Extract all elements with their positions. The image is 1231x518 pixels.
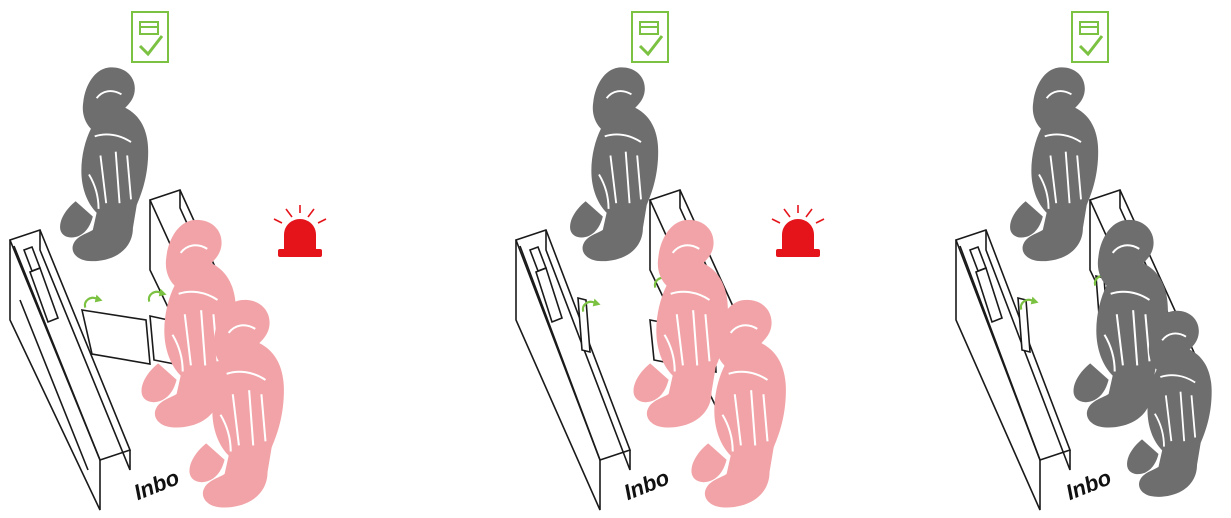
turnstile-illustration <box>900 0 1230 518</box>
turnstile-illustration <box>500 0 830 518</box>
card-check-icon <box>132 12 168 62</box>
scene-tailgating-alarm-both-flaps: Inbo <box>0 0 330 518</box>
left-cabinet <box>516 230 630 510</box>
flaps <box>1018 276 1108 352</box>
tailgater-person <box>634 220 728 428</box>
scene-normal-passage: Inbo <box>900 0 1230 518</box>
siren-icon <box>772 205 824 257</box>
authorized-person <box>60 67 148 261</box>
card-check-icon <box>1072 12 1108 62</box>
siren-icon <box>274 205 326 257</box>
left-cabinet <box>956 230 1070 510</box>
scene-tailgating-alarm-single-flap: Inbo <box>500 0 830 518</box>
authorized-person <box>570 67 658 261</box>
rotate-arrow-icon <box>85 295 103 308</box>
card-check-icon <box>632 12 668 62</box>
turnstile-illustration <box>0 0 330 518</box>
authorized-person <box>1010 67 1098 261</box>
left-cabinet <box>10 230 130 510</box>
